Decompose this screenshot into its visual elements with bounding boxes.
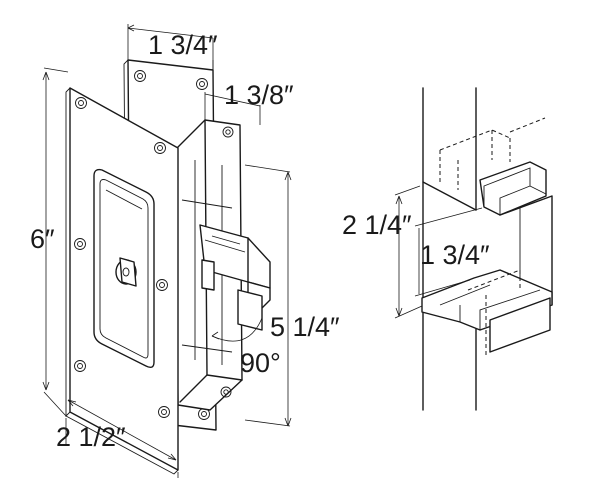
latch-bolt [199, 224, 271, 331]
length-label: 5 1/4″ [270, 312, 340, 342]
faceplate-width-label: 2 1/2″ [56, 422, 126, 452]
width-label: 1 3/4″ [148, 30, 218, 60]
mortise-inner-label: 1 3/4″ [420, 240, 490, 270]
depth-label: 1 3/8″ [224, 80, 294, 110]
privacy-turn-knob [115, 257, 137, 287]
height-label: 6″ [30, 224, 55, 254]
dimension-lines-left [42, 24, 292, 478]
dimension-labels: 1 3/4″ 1 3/8″ 6″ 5 1/4″ 90° 2 1/2″ 2 1/4… [30, 30, 490, 452]
door-mortise-view [421, 87, 553, 411]
latch-assembly [65, 59, 271, 475]
dimension-lines-right [394, 185, 483, 319]
mortise-outer-label: 2 1/4″ [342, 210, 412, 240]
angle-label: 90° [240, 348, 281, 378]
